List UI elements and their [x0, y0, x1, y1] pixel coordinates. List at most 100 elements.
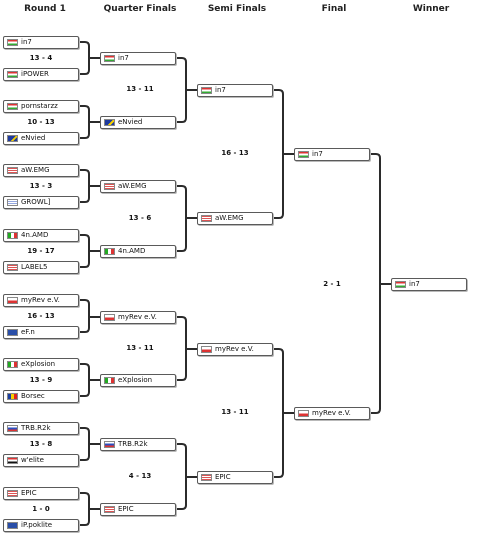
flag-icon	[298, 151, 309, 158]
team-name: pornstarzz	[21, 102, 58, 110]
team-slot[interactable]: iP.poklite	[3, 519, 79, 532]
match-score: 13 - 6	[128, 213, 152, 222]
team-name: eXplosion	[118, 376, 153, 384]
team-slot[interactable]: in7	[294, 148, 370, 161]
flag-icon	[7, 39, 18, 46]
flag-icon	[7, 457, 18, 464]
team-slot[interactable]: in7	[3, 36, 79, 49]
flag-icon	[395, 281, 406, 288]
team-name: TRB.R2k	[118, 440, 148, 448]
team-slot[interactable]: 4n.AMD	[100, 245, 176, 258]
team-slot[interactable]: eNvied	[100, 116, 176, 129]
connector-line	[79, 234, 90, 268]
team-slot[interactable]: aW.EMG	[197, 212, 273, 225]
team-slot[interactable]: myRev e.V.	[3, 294, 79, 307]
match-score: 1 - 0	[32, 505, 50, 513]
team-name: EPIC	[21, 489, 37, 497]
flag-icon	[7, 361, 18, 368]
match-score: 13 - 11	[126, 85, 154, 93]
connector-line	[176, 57, 187, 123]
team-name: eNvied	[118, 118, 143, 126]
flag-icon	[7, 490, 18, 497]
connector-line	[79, 363, 90, 397]
connector-line	[79, 169, 90, 203]
connector-line	[370, 153, 381, 414]
team-name: LABEL5	[21, 263, 48, 271]
flag-icon	[201, 474, 212, 481]
team-slot[interactable]: EPIC	[3, 487, 79, 500]
team-slot[interactable]: GROWL]	[3, 196, 79, 209]
team-slot[interactable]: eXplosion	[3, 358, 79, 371]
flag-icon	[7, 264, 18, 271]
flag-icon	[104, 55, 115, 62]
connector-line	[273, 348, 284, 478]
team-name: myRev e.V.	[215, 345, 254, 353]
match-score: 10 - 13	[27, 118, 55, 126]
team-name: EPIC	[118, 505, 134, 513]
team-slot[interactable]: aW.EMG	[100, 180, 176, 193]
winner-slot[interactable]: in7	[391, 278, 467, 291]
team-name: myRev e.V.	[118, 313, 157, 321]
team-name: in7	[21, 38, 32, 46]
team-slot[interactable]: myRev e.V.	[294, 407, 370, 420]
flag-icon	[7, 329, 18, 336]
flag-icon	[7, 522, 18, 529]
team-name: myRev e.V.	[21, 296, 60, 304]
flag-icon	[104, 183, 115, 190]
team-name: in7	[215, 86, 226, 94]
flag-icon	[104, 441, 115, 448]
team-slot[interactable]: pornstarzz	[3, 100, 79, 113]
flag-icon	[298, 410, 309, 417]
team-slot[interactable]: eNvied	[3, 132, 79, 145]
match-score: 13 - 11	[221, 408, 249, 416]
match-score: 16 - 13	[221, 149, 249, 157]
team-slot[interactable]: myRev e.V.	[100, 311, 176, 324]
team-slot[interactable]: iPOWER	[3, 68, 79, 81]
team-name: TRB.R2k	[21, 424, 51, 432]
connector-line	[176, 185, 187, 252]
team-name: iPOWER	[21, 70, 49, 78]
team-slot[interactable]: EPIC	[100, 503, 176, 516]
team-slot[interactable]: LABEL5	[3, 261, 79, 274]
flag-icon	[104, 314, 115, 321]
round-title-quarter: Quarter Finals	[103, 4, 177, 14]
team-name: 4n.AMD	[21, 231, 49, 239]
team-slot[interactable]: eXplosion	[100, 374, 176, 387]
match-score: 4 - 13	[128, 471, 152, 480]
connector-line	[273, 89, 284, 219]
round-title-semi: Semi Finals	[207, 4, 267, 14]
team-slot[interactable]: 4n.AMD	[3, 229, 79, 242]
round-title-round1: Round 1	[24, 4, 66, 14]
team-name: eNvied	[21, 134, 46, 142]
team-slot[interactable]: in7	[197, 84, 273, 97]
team-slot[interactable]: in7	[100, 52, 176, 65]
connector-line	[79, 427, 90, 461]
flag-icon	[7, 199, 18, 206]
connector-line	[79, 41, 90, 75]
flag-icon	[104, 377, 115, 384]
team-slot[interactable]: TRB.R2k	[3, 422, 79, 435]
team-name: eF.n	[21, 328, 35, 336]
flag-icon	[7, 393, 18, 400]
match-score: 13 - 9	[29, 376, 53, 384]
team-slot[interactable]: w'elite	[3, 454, 79, 467]
flag-icon	[104, 248, 115, 255]
team-slot[interactable]: aW.EMG	[3, 164, 79, 177]
team-slot[interactable]: myRev e.V.	[197, 343, 273, 356]
team-slot[interactable]: eF.n	[3, 326, 79, 339]
connector-line	[176, 443, 187, 510]
team-slot[interactable]: TRB.R2k	[100, 438, 176, 451]
team-name: in7	[312, 150, 323, 158]
team-name: aW.EMG	[215, 214, 244, 222]
flag-icon	[7, 167, 18, 174]
flag-icon	[7, 297, 18, 304]
team-slot[interactable]: Borsec	[3, 390, 79, 403]
team-name: GROWL]	[21, 198, 51, 206]
flag-icon	[7, 135, 18, 142]
team-slot[interactable]: EPIC	[197, 471, 273, 484]
flag-icon	[7, 232, 18, 239]
team-name: iP.poklite	[21, 521, 53, 529]
connector-line	[79, 492, 90, 526]
